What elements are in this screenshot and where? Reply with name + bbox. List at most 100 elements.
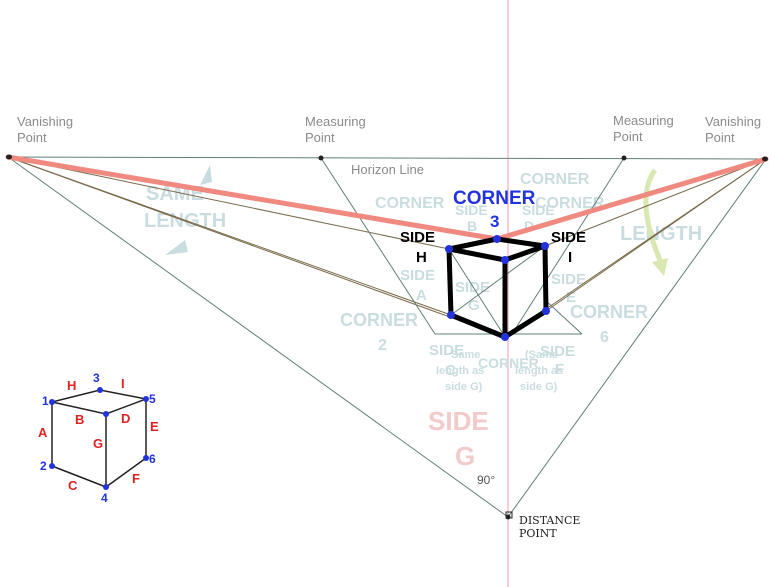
vertex-2 [447, 311, 455, 319]
legend-num-2: 2 [40, 459, 47, 473]
ghost-corner-left: CORNER [375, 195, 445, 212]
vertex-5 [541, 242, 549, 250]
corner-3-number: 3 [490, 212, 499, 231]
line-vpl-distance [7, 156, 509, 518]
line-mpr [511, 157, 625, 335]
side-h-letter: H [416, 249, 427, 266]
legend-bottom-left [51, 465, 107, 488]
ghost-side-g-small: SIDE [455, 279, 490, 296]
vanishing-point-left-label-1: Vanishing [17, 114, 73, 129]
vertex-3 [493, 235, 501, 243]
measuring-point-right-label-1: Measuring [613, 113, 674, 128]
ghost-same-as-6: side G) [520, 381, 558, 393]
ghost-corner-2: CORNER [340, 310, 418, 330]
legend-vertex-1 [49, 399, 55, 405]
ghost-side-e: SIDE [551, 271, 586, 288]
vanishing-point-left-label-2: Point [17, 130, 47, 145]
distance-point-label-1: DISTANCE [519, 514, 580, 527]
ghost-same-as-1: Same [451, 349, 480, 361]
legend-cube: 1 2 3 4 5 6 A B C D E F G H I [38, 371, 159, 505]
ghost-length-right: LENGTH [620, 223, 702, 245]
side-i-letter: I [568, 249, 572, 266]
ghost-arrow-up-icon [200, 165, 212, 185]
legend-side-h: H [67, 378, 76, 393]
legend-vertex-3 [97, 387, 103, 393]
horizon-points [6, 154, 768, 162]
line-vpl-c1 [7, 156, 450, 250]
legend-side-a: A [38, 425, 48, 440]
legend-num-4: 4 [101, 491, 108, 505]
cube-bottom-right [502, 308, 549, 340]
vertex-4 [501, 333, 509, 341]
legend-num-6: 6 [149, 452, 156, 466]
ghost-g-big: G [455, 441, 475, 471]
horizon-line [7, 156, 767, 160]
vertex-top-front [501, 256, 509, 264]
sight-lines [5, 154, 769, 242]
side-i-label: SIDE [551, 229, 586, 246]
legend-vertex-6 [143, 455, 149, 461]
legend-num-1: 1 [42, 394, 49, 408]
cube-edge-left [446, 246, 454, 318]
legend-side-f: F [132, 471, 140, 486]
ghost-side-a: SIDE [400, 267, 435, 284]
legend-vertex-2 [49, 463, 55, 469]
ghost-b: B [467, 218, 477, 234]
ghost-same-as-4: (Same [525, 349, 558, 361]
ghost-c: C [445, 362, 456, 379]
ghost-a: A [416, 287, 427, 304]
measuring-point-left-label-1: Measuring [305, 114, 366, 129]
legend-bottom-right [105, 457, 147, 488]
legend-side-c: C [68, 478, 78, 493]
line-vpr-c5 [544, 158, 767, 247]
cube-vertices [445, 235, 550, 341]
measuring-point-right [621, 155, 627, 161]
vanishing-point-left [6, 154, 12, 160]
line-mpl [320, 157, 436, 335]
legend-side-i: I [121, 376, 125, 391]
side-h-label: SIDE [400, 229, 435, 246]
ghost-side-d: SIDE [522, 202, 555, 218]
legend-num-3: 3 [93, 371, 100, 385]
ghost-2: 2 [378, 337, 387, 354]
ghost-side-g-big: SIDE [428, 406, 489, 436]
ghost-corner-6: CORNER [570, 302, 648, 322]
legend-side-e: E [150, 419, 159, 434]
cube-bottom-left [448, 312, 508, 340]
legend-side-b: B [75, 412, 84, 427]
ghost-arrow-right-icon [652, 258, 668, 276]
ghost-6: 6 [600, 329, 609, 346]
ghost-d: D [524, 218, 534, 234]
ghost-f: F [555, 361, 564, 378]
distance-point [505, 514, 511, 520]
ghost-same-as-2: length as [436, 365, 484, 377]
ghost-arrow-down-icon [165, 240, 188, 255]
ghost-curve-right [643, 168, 663, 261]
ghost-side-b: SIDE [455, 202, 488, 218]
ghost-g-small: G [468, 297, 480, 314]
ghost-e: E [566, 289, 576, 306]
diag-2 [450, 245, 546, 316]
ghost-text-layer: SAME LENGTH LENGTH CORNER CORNER CORNER … [144, 165, 702, 471]
line-vpr-c4 [504, 158, 767, 338]
ghost-corner-center: CORNER [520, 171, 590, 188]
ghost-corner-4: CORNER [478, 355, 539, 371]
ghost-side-f: SIDE [540, 343, 575, 360]
construction-lines [7, 156, 767, 518]
measuring-point-left [318, 155, 324, 161]
vanishing-point-right [762, 156, 768, 162]
measuring-point-left-label-2: Point [305, 130, 335, 145]
vertex-1 [445, 245, 453, 253]
diag-1 [448, 248, 506, 338]
legend-num-5: 5 [149, 392, 156, 406]
sight-line-left [5, 154, 500, 242]
vertex-6 [542, 307, 550, 315]
line-vpr-distance [507, 158, 767, 518]
horizon-line-label: Horizon Line [351, 162, 424, 177]
cube-edge-right [542, 243, 549, 314]
vanishing-point-right-label-2: Point [705, 130, 735, 145]
legend-vertex-front [103, 411, 109, 417]
ghost-corner-right: CORNER [535, 195, 605, 212]
legend-side-d: D [121, 411, 130, 426]
